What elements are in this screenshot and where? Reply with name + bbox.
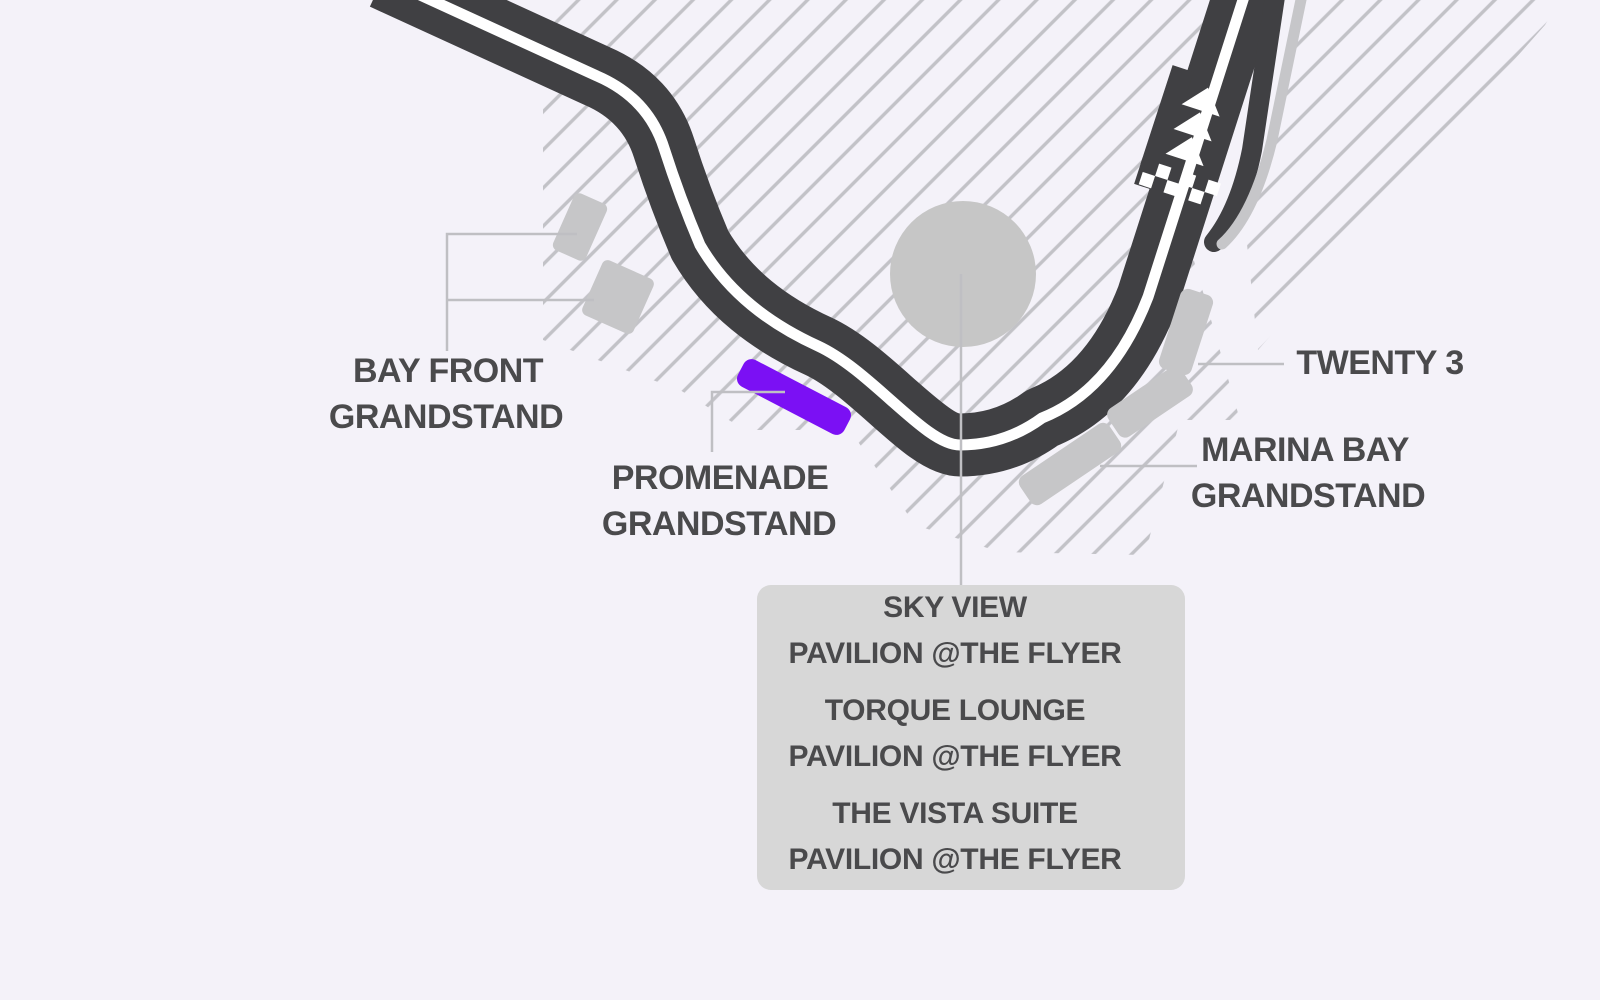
bay-front-grandstand-label[interactable]: BAY FRONT GRANDSTAND xyxy=(329,352,564,436)
pavilion-item-name[interactable]: SKY VIEW xyxy=(883,591,1028,624)
twenty3-grandstand-label[interactable]: TWENTY 3 xyxy=(1296,344,1464,382)
pavilion-item-name[interactable]: TORQUE LOUNGE xyxy=(825,694,1086,727)
direction-chevrons-icon xyxy=(1165,87,1220,167)
svg-text:BAY FRONT: BAY FRONT xyxy=(353,352,544,390)
bay-front-grandstand-block-2[interactable] xyxy=(580,258,656,336)
flyer-circle xyxy=(890,201,1036,347)
pavilion-item-venue[interactable]: PAVILION @THE FLYER xyxy=(788,843,1122,876)
pavilion-box xyxy=(757,585,1185,890)
track-bump xyxy=(1140,65,1194,171)
pit-lane xyxy=(1204,0,1285,252)
promenade-grandstand-block[interactable] xyxy=(734,356,854,438)
pavilion-box-labels: SKY VIEW PAVILION @THE FLYER TORQUE LOUN… xyxy=(788,591,1122,876)
svg-text:PROMENADE: PROMENADE xyxy=(612,459,829,497)
svg-text:GRANDSTAND: GRANDSTAND xyxy=(602,505,836,543)
marina-bay-grandstand-block-2[interactable] xyxy=(1104,363,1196,440)
pit-wall xyxy=(1216,0,1307,250)
twenty3-grandstand-block[interactable] xyxy=(1157,287,1215,377)
pavilion-item-venue[interactable]: PAVILION @THE FLYER xyxy=(788,740,1122,773)
start-finish-checker-icon xyxy=(1134,157,1221,205)
marina-bay-grandstand-block-1[interactable] xyxy=(1016,420,1125,509)
marina-bay-grandstand-label[interactable]: MARINA BAY GRANDSTAND xyxy=(1191,431,1426,515)
svg-text:GRANDSTAND: GRANDSTAND xyxy=(329,398,563,436)
promenade-leader-line xyxy=(710,390,785,452)
svg-text:GRANDSTAND: GRANDSTAND xyxy=(1191,477,1425,515)
pavilion-item-name[interactable]: THE VISTA SUITE xyxy=(832,797,1078,830)
promenade-grandstand-label[interactable]: PROMENADE GRANDSTAND xyxy=(602,459,837,543)
svg-text:TWENTY 3: TWENTY 3 xyxy=(1296,344,1463,382)
hatch-zone-east xyxy=(1245,0,1561,350)
bay-front-grandstand-block-1[interactable] xyxy=(551,191,609,262)
track-center-line xyxy=(417,0,1249,451)
svg-text:MARINA BAY: MARINA BAY xyxy=(1201,431,1410,469)
pavilion-item-venue[interactable]: PAVILION @THE FLYER xyxy=(788,637,1122,670)
bay-front-leader-line xyxy=(445,232,594,351)
